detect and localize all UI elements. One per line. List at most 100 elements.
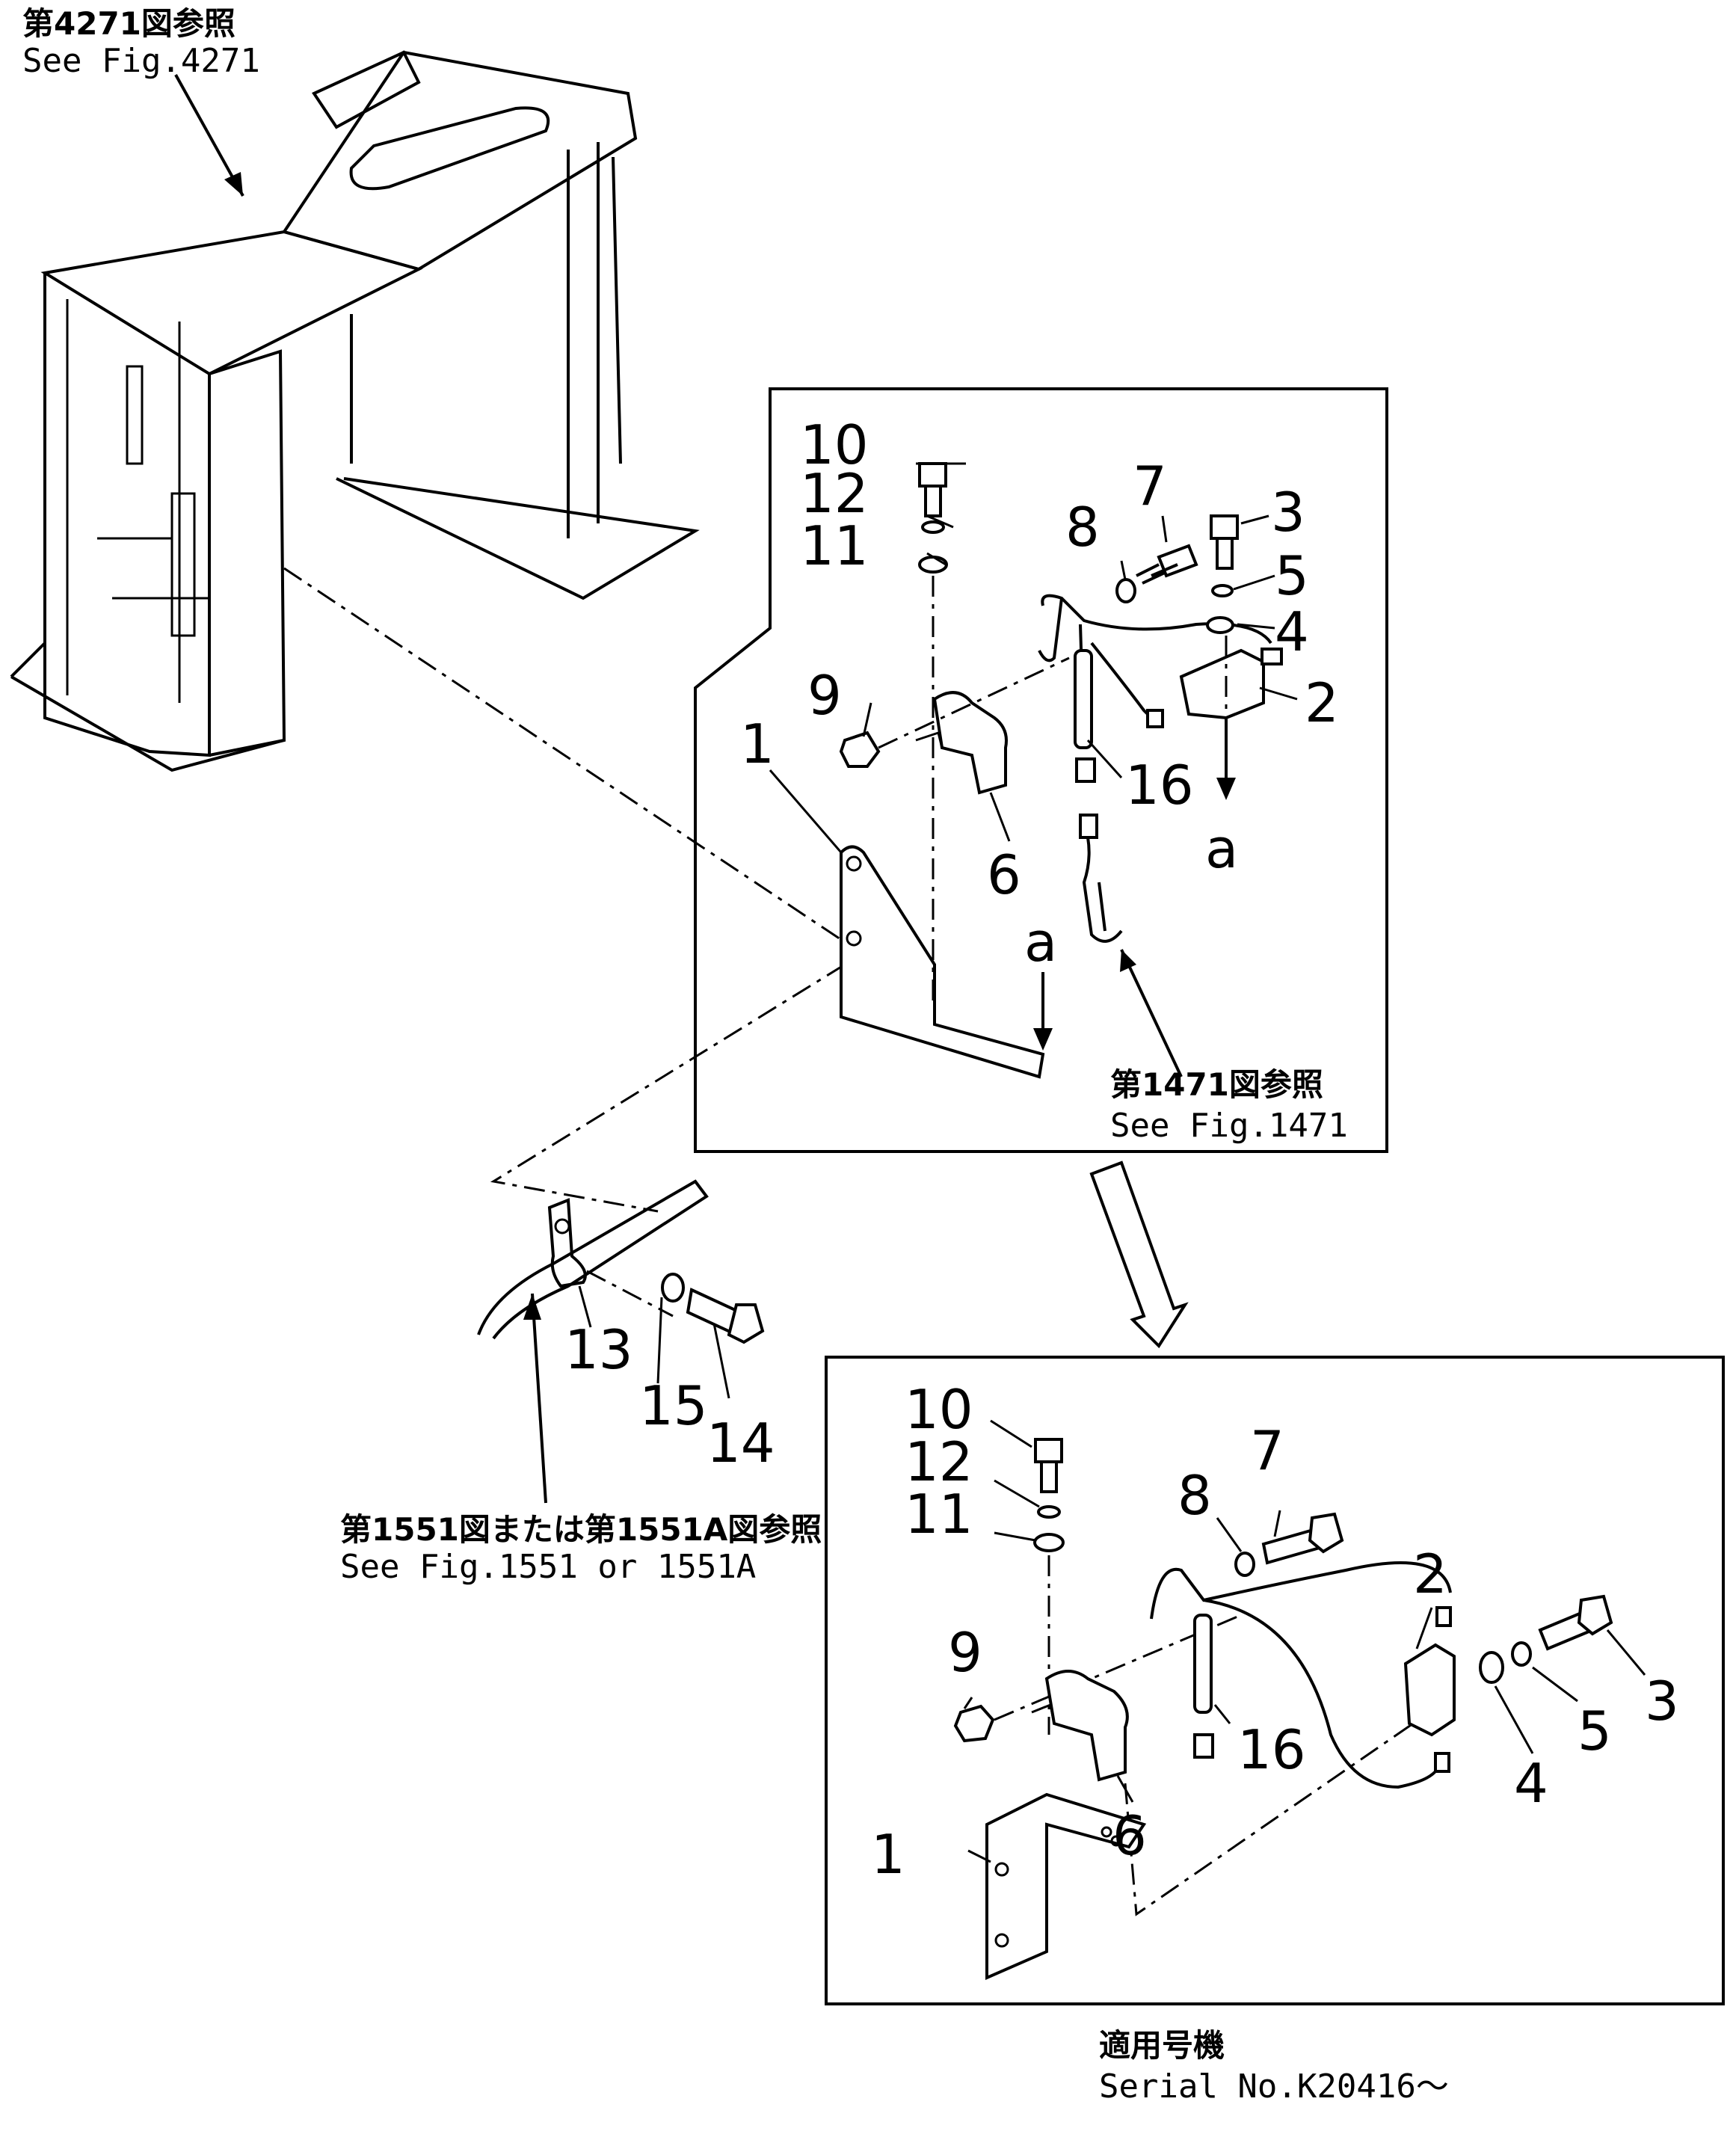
frame-base	[10, 642, 285, 772]
clamp-hole	[554, 1218, 570, 1235]
holder-detail	[915, 731, 1006, 794]
sensor-connector	[1193, 1733, 1214, 1759]
washer-part	[1037, 1505, 1061, 1519]
bolt-part	[1034, 1438, 1063, 1493]
callout-16: 16	[1125, 754, 1194, 817]
serial-en: Serial No.K20416～	[1099, 2067, 1449, 2106]
callout-6: 6	[987, 843, 1021, 906]
callout-leaders	[578, 1285, 730, 1399]
serial-info: 適用号機 Serial No.K20416～	[1099, 2027, 1449, 2106]
washer-part	[661, 1273, 685, 1303]
washer-part	[918, 556, 948, 574]
ref-fig4271-en: See Fig.4271	[22, 42, 260, 80]
callout-1: 1	[871, 1823, 905, 1886]
bolt-head	[1577, 1594, 1613, 1636]
clamp-part	[547, 1198, 587, 1288]
bolt-part	[1151, 544, 1198, 578]
callout-11: 11	[905, 1483, 973, 1546]
bracket-hole	[846, 930, 862, 947]
harness-hose	[1082, 837, 1123, 943]
bolt-head	[727, 1303, 765, 1344]
lower-detail: 10 12 11 8 7 2 9 16 3 5 4 6 1	[825, 1356, 1725, 2005]
callout-1: 1	[740, 713, 775, 775]
callout-4: 4	[1514, 1752, 1548, 1815]
arrowhead	[1120, 950, 1136, 972]
callout-3: 3	[1271, 481, 1305, 544]
wire-terminal	[1146, 709, 1164, 728]
switch-part	[1403, 1643, 1456, 1737]
sensor-connector	[1075, 757, 1096, 783]
washer-part	[1206, 616, 1234, 634]
upper-detail-frame	[694, 387, 1388, 1153]
detail-transition-arrow	[1089, 1160, 1189, 1349]
washer-part	[1033, 1533, 1065, 1552]
callout-7: 7	[1250, 1419, 1284, 1482]
bracket-hole	[1110, 1835, 1122, 1847]
ref-fig4271-ja: 第4271図参照	[22, 5, 236, 42]
arrowhead	[1216, 778, 1236, 800]
dash-bracket-to-clamp	[490, 963, 846, 1213]
arrowhead	[523, 1294, 541, 1320]
callout-6: 6	[1112, 1804, 1147, 1867]
ref-fig1551-en: See Fig.1551 or 1551A	[340, 1548, 756, 1586]
callout-5: 5	[1578, 1700, 1612, 1762]
callout-leaders	[963, 1419, 1646, 1863]
callout-8: 8	[1065, 496, 1100, 559]
bracket-part	[985, 1792, 1147, 1981]
callout-12: 12	[800, 462, 869, 525]
callout-9: 9	[807, 664, 842, 727]
leader-line	[1120, 949, 1183, 1077]
holder-detail	[1031, 1703, 1126, 1781]
washer-part	[1211, 584, 1234, 597]
washer-part	[1511, 1641, 1532, 1667]
callout-5: 5	[1275, 544, 1309, 607]
callout-13: 13	[564, 1318, 633, 1381]
callout-10: 10	[905, 1378, 973, 1441]
frame-top-step	[312, 50, 421, 129]
callout-12: 12	[905, 1430, 973, 1493]
wire-terminal	[1435, 1606, 1452, 1627]
dash-horizontal	[994, 1614, 1242, 1721]
frame-assembly	[10, 50, 700, 772]
callout-10: 10	[800, 413, 869, 476]
callout-15: 15	[639, 1374, 708, 1437]
leader-line	[531, 1293, 547, 1504]
frame-slots	[97, 365, 209, 637]
sensor-body	[1074, 649, 1093, 749]
frame-top-plate	[281, 50, 638, 271]
callout-2: 2	[1305, 671, 1339, 734]
arrowhead	[224, 172, 243, 196]
callout-16: 16	[1237, 1718, 1306, 1781]
connector-plug	[1079, 814, 1098, 839]
ref-fig1551-ja: 第1551図または第1551A図参照	[340, 1511, 822, 1548]
wire-terminal	[1434, 1752, 1450, 1773]
callout-14: 14	[707, 1412, 775, 1475]
sensor-body	[1193, 1614, 1213, 1714]
washer-part	[1115, 578, 1136, 603]
bolt-shank	[1136, 563, 1167, 585]
frame-slot	[349, 106, 550, 191]
callout-leaders	[769, 462, 1298, 853]
bolt-part	[1210, 514, 1239, 570]
callout-4: 4	[1275, 600, 1309, 663]
arrowhead	[1033, 1028, 1053, 1051]
bracket-hole	[1101, 1826, 1112, 1838]
wire-harness	[1150, 1561, 1452, 1789]
washer-part	[1234, 1552, 1255, 1577]
frame-side-face	[209, 349, 286, 757]
clamp-group: 13 15 14 第1551図または第1551A図参照 See Fig.1551…	[340, 1179, 822, 1586]
leader-line	[174, 74, 244, 197]
bracket-hole	[846, 855, 862, 872]
washer-part	[921, 520, 945, 534]
callout-9: 9	[948, 1621, 982, 1684]
callout-11: 11	[800, 514, 869, 577]
ref-fig1471-en: See Fig.1471	[1110, 1107, 1348, 1145]
ref-fig4271: 第4271図参照 See Fig.4271	[22, 5, 260, 197]
holder-part	[932, 691, 1008, 795]
ref-fig1471-ja: 第1471図参照	[1110, 1066, 1323, 1103]
dash-horizontal	[878, 657, 1070, 749]
bracket-hole	[994, 1862, 1009, 1877]
switch-part	[1179, 648, 1265, 720]
callout-7: 7	[1133, 455, 1167, 517]
